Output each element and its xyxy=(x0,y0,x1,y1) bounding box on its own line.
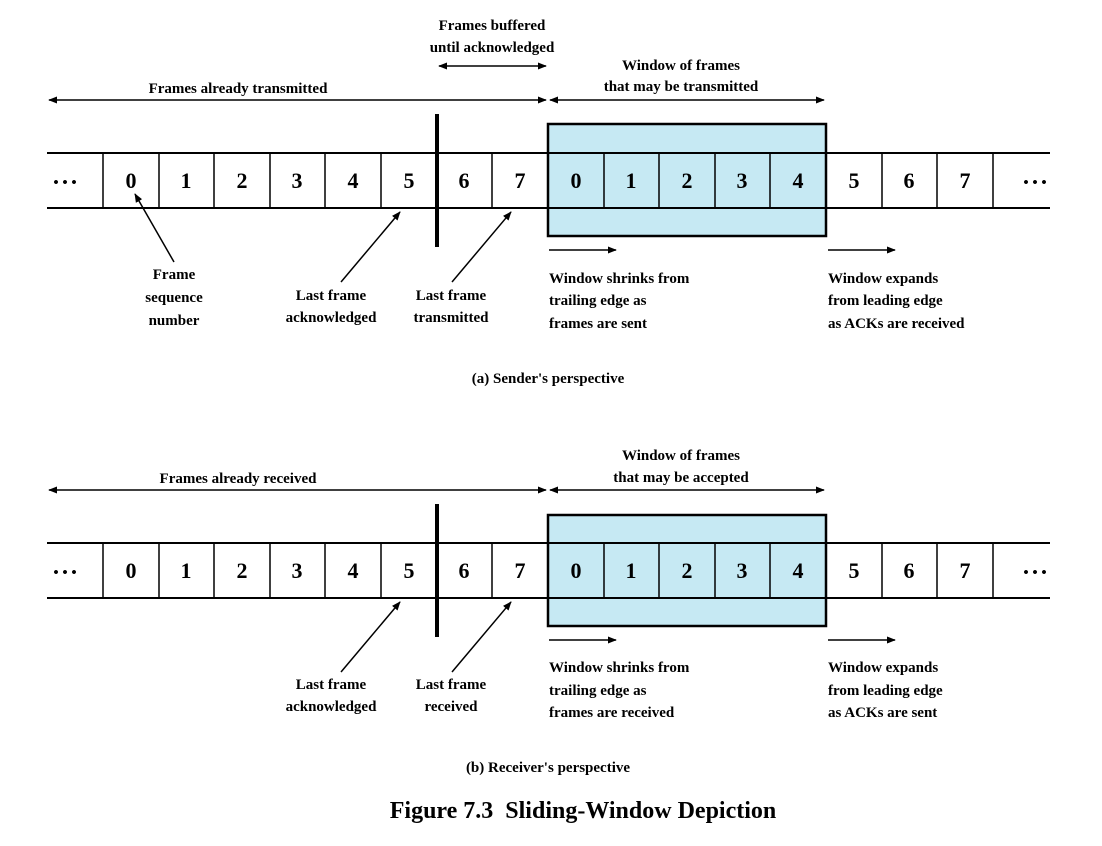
sender-shrink-label-line1: Window shrinks from xyxy=(549,271,690,287)
sender-last-ack-label-line1: Last frame xyxy=(296,288,367,304)
receiver-frame-numbers: 0 1 2 3 4 5 6 7 0 1 2 3 4 5 6 7 xyxy=(126,558,971,583)
frame-number: 6 xyxy=(904,558,915,583)
receiver-shrink-label-line2: trailing edge as xyxy=(549,683,647,699)
sender-expand-label-line1: Window expands xyxy=(828,271,938,287)
receiver-ellipsis-left: • • • xyxy=(53,565,76,581)
frame-number: 7 xyxy=(960,168,971,193)
receiver-expand-label-line2: from leading edge xyxy=(828,683,943,699)
receiver-window-label-line2: that may be accepted xyxy=(613,470,749,486)
frame-number: 4 xyxy=(348,558,359,583)
frame-number: 7 xyxy=(960,558,971,583)
sender-panel: • • • • • • 0 1 2 3 4 5 6 7 0 1 2 3 4 5 … xyxy=(47,18,1050,387)
frame-number: 5 xyxy=(404,168,415,193)
sender-expand-label-line3: as ACKs are received xyxy=(828,316,965,332)
receiver-expand-label-line3: as ACKs are sent xyxy=(828,705,937,721)
frame-number: 1 xyxy=(626,168,637,193)
receiver-last-frame-pointer xyxy=(451,601,512,673)
frame-number: 0 xyxy=(126,558,137,583)
receiver-last-frame-label-line1: Last frame xyxy=(416,677,487,693)
figure-title: Figure 7.3 Sliding-Window Depiction xyxy=(390,798,777,824)
sender-window-box xyxy=(546,122,828,238)
frame-number: 6 xyxy=(904,168,915,193)
receiver-last-ack-pointer xyxy=(340,601,401,673)
receiver-window-label-line1: Window of frames xyxy=(622,448,740,464)
sender-window-label-line1: Window of frames xyxy=(622,58,740,74)
frame-number: 5 xyxy=(849,558,860,583)
frame-number: 7 xyxy=(515,558,526,583)
frame-number: 3 xyxy=(737,558,748,583)
frame-number: 0 xyxy=(126,168,137,193)
receiver-last-ack-label-line1: Last frame xyxy=(296,677,367,693)
receiver-shrink-label-line1: Window shrinks from xyxy=(549,660,690,676)
receiver-caption: (b) Receiver's perspective xyxy=(466,760,630,776)
receiver-shrink-label-line3: frames are received xyxy=(549,705,675,721)
frame-number: 4 xyxy=(793,168,804,193)
frame-number: 0 xyxy=(571,168,582,193)
sender-frames-transmitted-label: Frames already transmitted xyxy=(149,81,329,97)
receiver-frames-received-label: Frames already received xyxy=(160,471,318,487)
receiver-panel: • • • • • • 0 1 2 3 4 5 6 7 0 1 2 3 4 5 … xyxy=(47,448,1050,776)
sender-frame-seq-label-line2: sequence xyxy=(145,290,203,306)
frame-number: 3 xyxy=(292,558,303,583)
sender-frame-seq-pointer xyxy=(134,193,175,263)
frame-number: 5 xyxy=(849,168,860,193)
frame-number: 7 xyxy=(515,168,526,193)
sender-frame-seq-label-line3: number xyxy=(149,313,200,329)
frame-number: 2 xyxy=(682,168,693,193)
frame-number: 6 xyxy=(459,558,470,583)
sender-buffered-label-line1: Frames buffered xyxy=(439,18,546,34)
sender-last-ack-label-line2: acknowledged xyxy=(286,310,378,326)
sender-shrink-label-line2: trailing edge as xyxy=(549,293,647,309)
receiver-last-frame-label-line2: received xyxy=(424,699,478,715)
frame-number: 4 xyxy=(348,168,359,193)
frame-number: 2 xyxy=(682,558,693,583)
sender-caption: (a) Sender's perspective xyxy=(472,371,625,387)
sender-frame-seq-label-line1: Frame xyxy=(153,267,196,283)
frame-number: 5 xyxy=(404,558,415,583)
frame-number: 2 xyxy=(237,558,248,583)
frame-number: 3 xyxy=(737,168,748,193)
frame-number: 4 xyxy=(793,558,804,583)
sender-last-frame-label-line2: transmitted xyxy=(414,310,490,326)
sender-ellipsis-left: • • • xyxy=(53,175,76,191)
receiver-ellipsis-right: • • • xyxy=(1023,565,1046,581)
frame-number: 1 xyxy=(626,558,637,583)
frame-number: 1 xyxy=(181,558,192,583)
sender-last-ack-pointer xyxy=(340,211,401,283)
receiver-last-ack-label-line2: acknowledged xyxy=(286,699,378,715)
frame-number: 0 xyxy=(571,558,582,583)
sender-last-frame-pointer xyxy=(451,211,512,283)
frame-number: 2 xyxy=(237,168,248,193)
sender-last-frame-label-line1: Last frame xyxy=(416,288,487,304)
frame-number: 1 xyxy=(181,168,192,193)
sender-buffered-label-line2: until acknowledged xyxy=(430,40,555,56)
frame-number: 6 xyxy=(459,168,470,193)
receiver-expand-label-line1: Window expands xyxy=(828,660,938,676)
frame-number: 3 xyxy=(292,168,303,193)
sender-frame-numbers: 0 1 2 3 4 5 6 7 0 1 2 3 4 5 6 7 xyxy=(126,168,971,193)
sender-ellipsis-right: • • • xyxy=(1023,175,1046,191)
sender-shrink-label-line3: frames are sent xyxy=(549,316,647,332)
sender-expand-label-line2: from leading edge xyxy=(828,293,943,309)
sender-window-label-line2: that may be transmitted xyxy=(604,79,759,95)
